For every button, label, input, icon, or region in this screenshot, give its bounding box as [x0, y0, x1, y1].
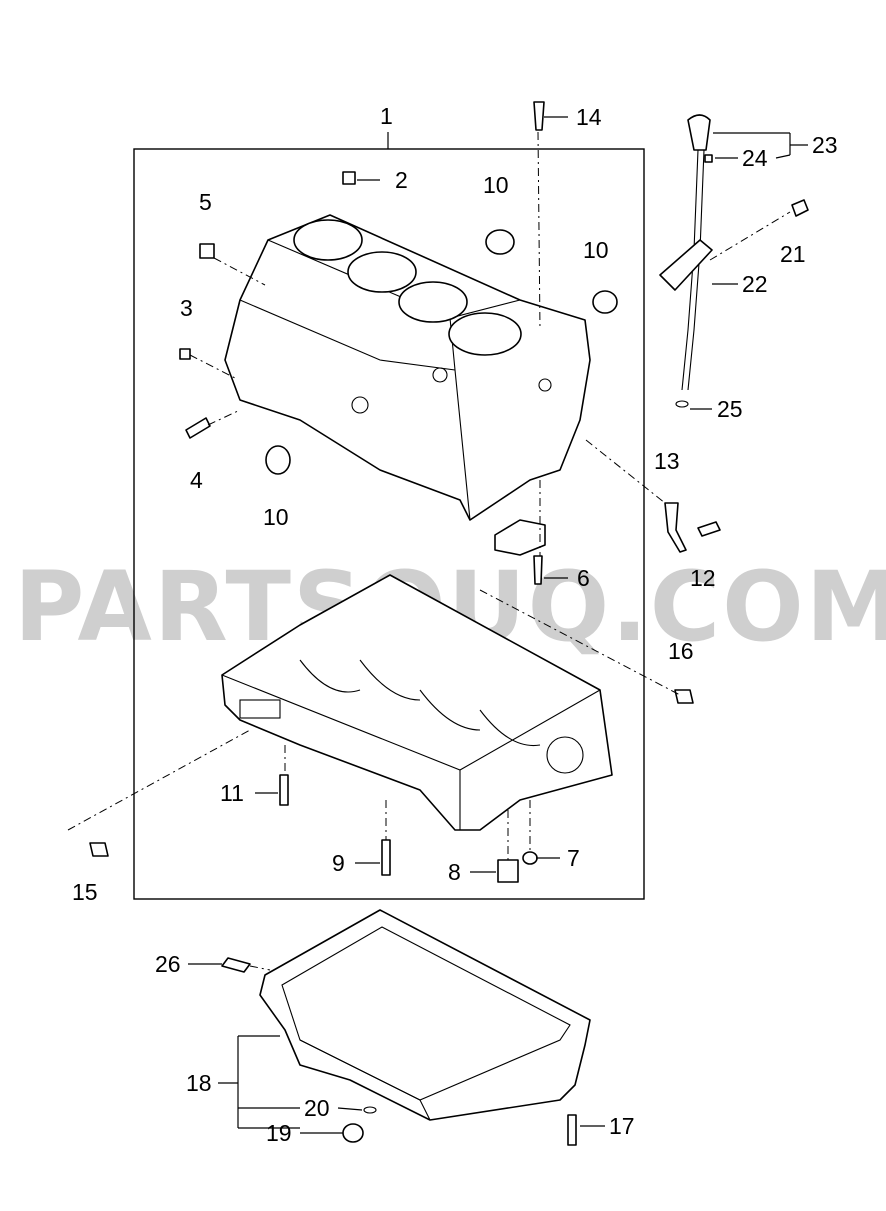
callout-22: 22	[742, 271, 768, 297]
callout-20: 20	[304, 1095, 330, 1121]
callout-25: 25	[717, 396, 743, 422]
callout-10-left: 10	[263, 504, 289, 530]
leader-lines	[188, 116, 808, 1134]
callout-3: 3	[180, 295, 193, 321]
callout-24: 24	[742, 145, 768, 171]
callout-10-right: 10	[583, 237, 609, 263]
small-parts	[89, 101, 721, 1146]
callout-18: 18	[186, 1070, 212, 1096]
callout-8: 8	[448, 859, 461, 885]
centerlines	[67, 131, 791, 971]
callout-16: 16	[668, 638, 694, 664]
cylinder-block[interactable]	[224, 214, 591, 556]
callout-23: 23	[812, 132, 838, 158]
callout-19: 19	[266, 1120, 292, 1146]
callout-4: 4	[190, 467, 203, 493]
assembly-frame	[133, 148, 645, 900]
callout-1: 1	[380, 103, 393, 129]
callout-14: 14	[576, 104, 602, 130]
callout-26: 26	[155, 951, 181, 977]
callout-7: 7	[567, 845, 580, 871]
callout-21: 21	[780, 241, 806, 267]
callout-5: 5	[199, 189, 212, 215]
callout-labels: 1 2 3 4 5 6 7 8 9 10 10 10 11 12 13 14 1…	[72, 103, 838, 1146]
callout-12: 12	[690, 565, 716, 591]
callout-2: 2	[395, 167, 408, 193]
dipstick-assembly[interactable]	[659, 114, 809, 408]
callout-15: 15	[72, 879, 98, 905]
lower-crankcase[interactable]	[221, 574, 613, 831]
callout-6: 6	[577, 565, 590, 591]
callout-17: 17	[609, 1113, 635, 1139]
callout-11: 11	[220, 780, 244, 806]
callout-10-top: 10	[483, 172, 509, 198]
callout-13: 13	[654, 448, 680, 474]
callout-9: 9	[332, 850, 345, 876]
oil-pan[interactable]	[259, 909, 591, 1121]
